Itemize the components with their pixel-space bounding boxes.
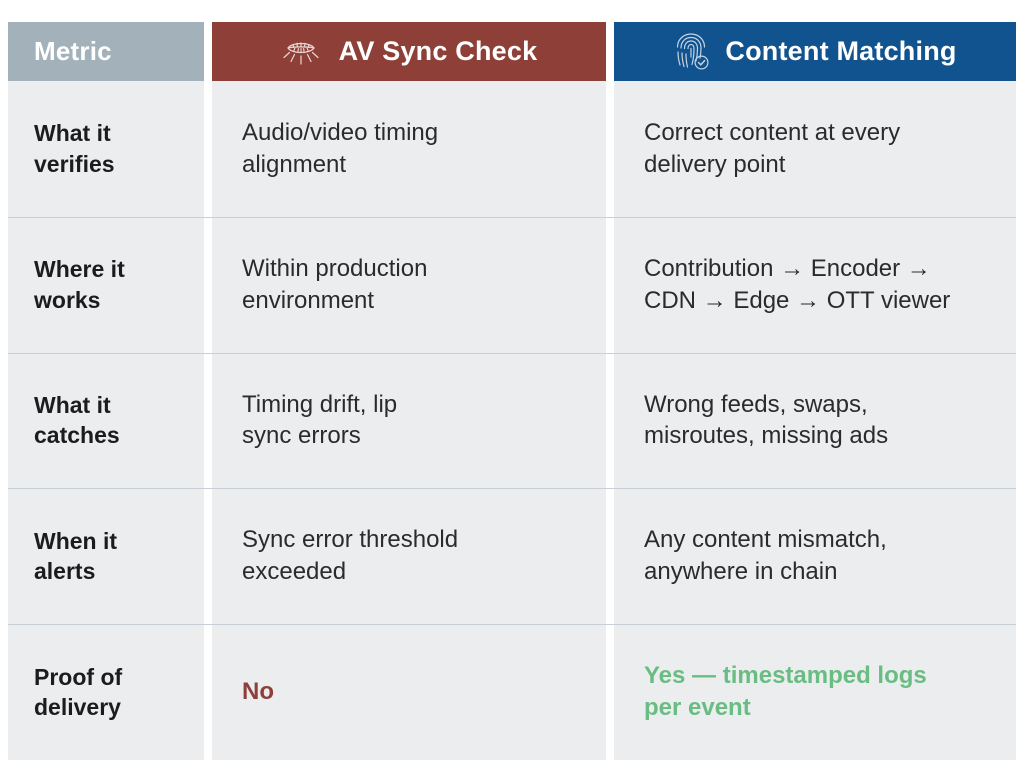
cell-av-sync-check: Audio/video timing alignment [212, 81, 606, 217]
lips-sync-icon [281, 33, 321, 71]
av-sync-value: Within production environment [242, 254, 428, 314]
cell-metric: What it verifies [8, 81, 204, 217]
av-sync-value: No [242, 678, 274, 706]
av-sync-value: Audio/video timing alignment [242, 118, 439, 178]
column-header-metric: Metric [8, 22, 204, 81]
cell-av-sync-check: Within production environment [212, 216, 606, 353]
metric-label: When it alerts [34, 527, 118, 585]
table-row: What it verifies Audio/video timing alig… [8, 81, 1016, 217]
cell-av-sync-check: No [212, 624, 606, 760]
table-row: When it alerts Sync error threshold exce… [8, 488, 1016, 625]
cell-av-sync-check: Timing drift, lip sync errors [212, 352, 606, 489]
metric-label: Where it works [34, 256, 125, 313]
cell-metric: Where it works [8, 216, 204, 353]
column-header-content-matching-label: Content Matching [725, 36, 957, 66]
column-header-metric-label: Metric [34, 36, 112, 66]
column-header-av-sync-check: AV Sync Check [212, 22, 606, 81]
content-matching-value: Any content mismatch, anywhere in chain [644, 526, 887, 586]
cell-metric: What it catches [8, 352, 204, 489]
av-sync-value: Sync error threshold exceeded [242, 526, 459, 586]
table-body: What it verifies Audio/video timing alig… [8, 81, 1016, 760]
cell-content-matching: Correct content at every delivery point [614, 81, 1016, 217]
table-row: Proof of delivery No Yes — timestamped l… [8, 624, 1016, 760]
cell-content-matching: Wrong feeds, swaps, misroutes, missing a… [614, 352, 1016, 489]
table-row: Where it works Within production environ… [8, 216, 1016, 353]
cell-metric: When it alerts [8, 488, 204, 625]
column-header-content-matching: Content Matching [614, 22, 1016, 81]
fingerprint-check-icon [673, 31, 711, 73]
table-header-row: Metric AV Sync Check [8, 22, 1016, 81]
metric-label: What it verifies [34, 120, 115, 177]
av-sync-value: Timing drift, lip sync errors [242, 390, 398, 450]
comparison-table: Metric AV Sync Check [8, 22, 1016, 760]
cell-content-matching: Any content mismatch, anywhere in chain [614, 488, 1016, 625]
content-matching-value: Yes — timestamped logs per event [644, 662, 927, 722]
cell-metric: Proof of delivery [8, 624, 204, 760]
content-matching-value: Contribution → Encoder → CDN → Edge → OT… [644, 254, 951, 314]
table-row: What it catches Timing drift, lip sync e… [8, 352, 1016, 489]
metric-label: What it catches [34, 391, 120, 449]
cell-content-matching: Yes — timestamped logs per event [614, 624, 1016, 760]
content-matching-value: Correct content at every delivery point [644, 118, 901, 178]
content-matching-value: Wrong feeds, swaps, misroutes, missing a… [644, 390, 889, 450]
cell-av-sync-check: Sync error threshold exceeded [212, 488, 606, 625]
column-header-av-sync-check-label: AV Sync Check [338, 36, 538, 66]
cell-content-matching: Contribution → Encoder → CDN → Edge → OT… [614, 216, 1016, 353]
metric-label: Proof of delivery [34, 663, 123, 721]
